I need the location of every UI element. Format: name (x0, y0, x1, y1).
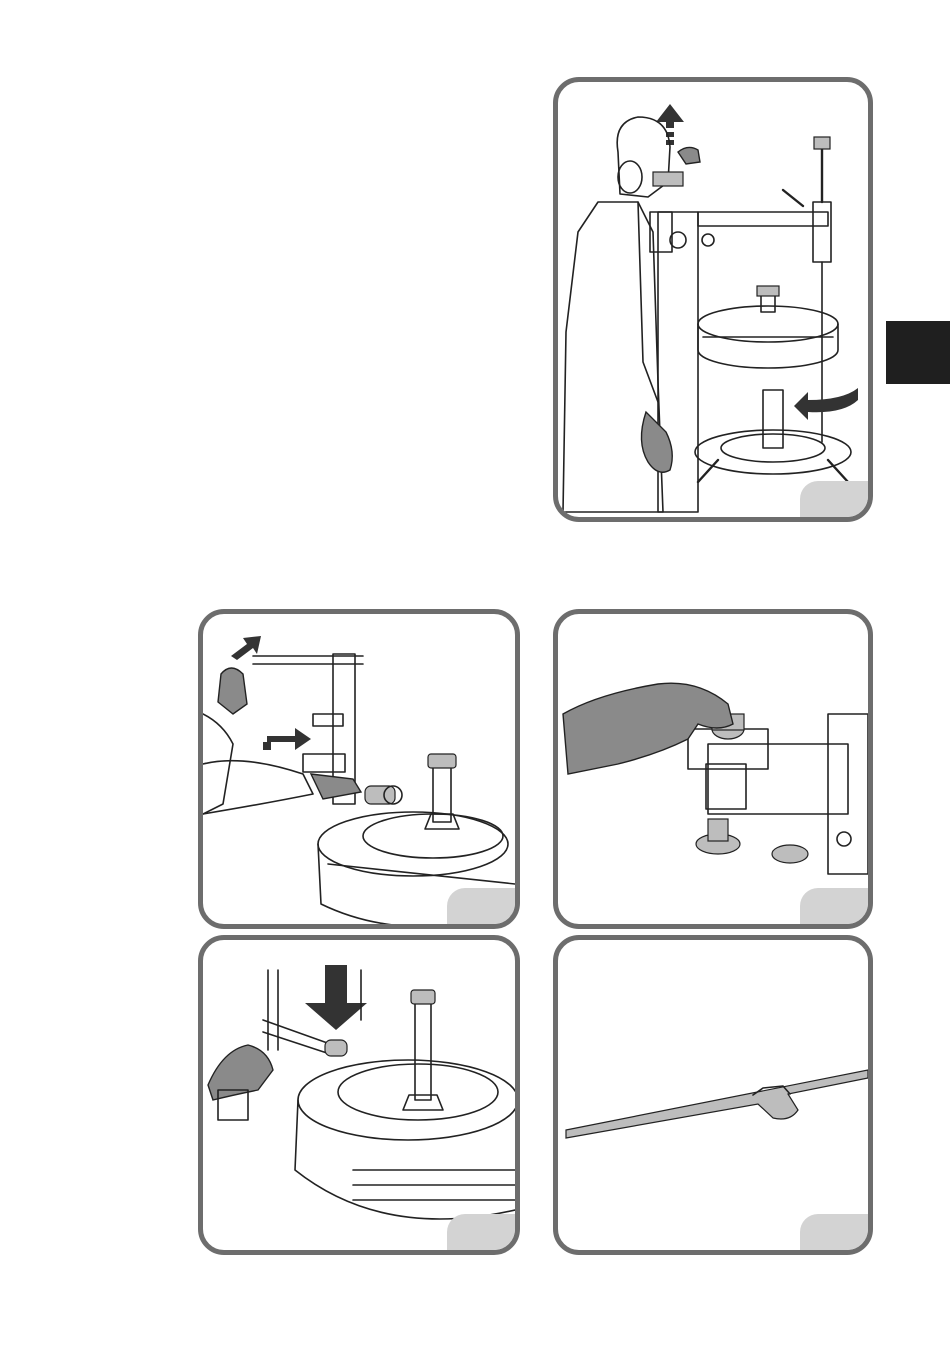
figure-4-number-badge (447, 1214, 517, 1252)
figure-2-number-badge (447, 888, 517, 926)
figure-5-number-badge (800, 1214, 870, 1252)
figure-4-lubrication (198, 935, 520, 1255)
figure-3-number-badge (800, 888, 870, 926)
section-tab (886, 321, 950, 384)
figure-1-illustration (558, 82, 868, 517)
figure-1-operator-tyre-changer (553, 77, 873, 522)
arrow-rotate-icon (794, 388, 858, 420)
figure-3-knob-adjustment (553, 609, 873, 929)
figure-2-roller-adjustment (198, 609, 520, 929)
figure-4-illustration (203, 940, 515, 1250)
figure-5-protection-strip (553, 935, 873, 1255)
figure-1-number-badge (800, 481, 870, 519)
arrow-right-icon (263, 728, 311, 750)
figure-2-illustration (203, 614, 515, 924)
arrow-down-icon (305, 965, 367, 1030)
figure-5-illustration (558, 940, 868, 1250)
figure-3-illustration (558, 614, 868, 924)
